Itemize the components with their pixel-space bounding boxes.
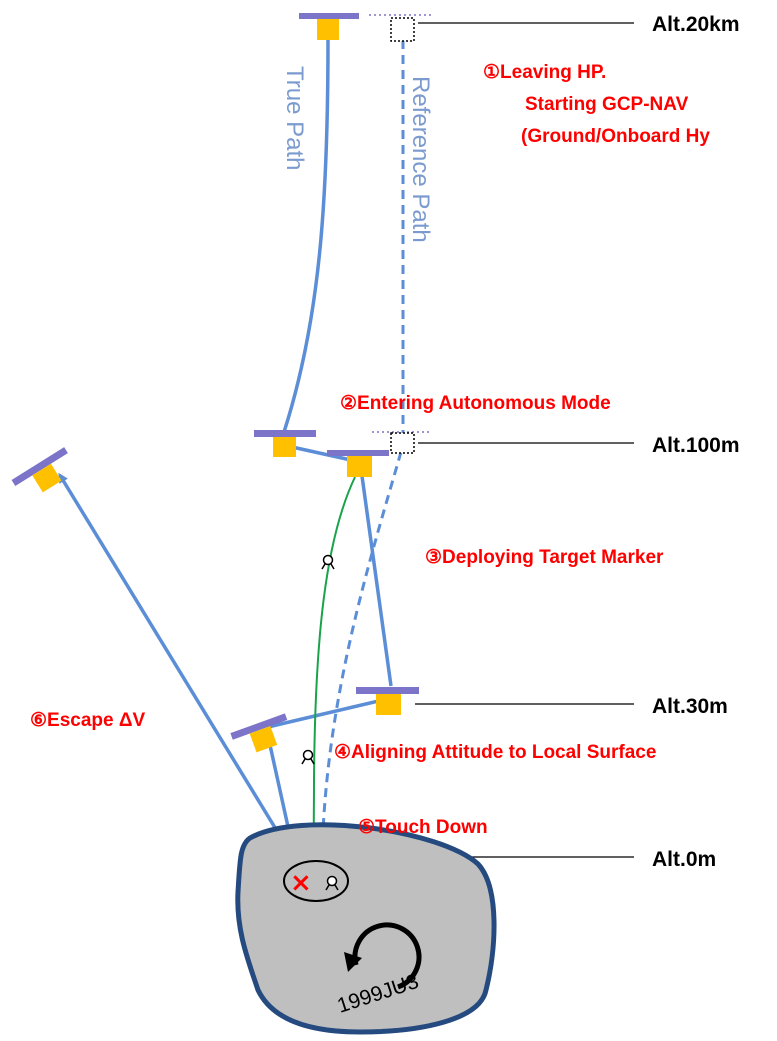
- target-marker-icon: [301, 749, 315, 765]
- alt-0m-label: Alt.0m: [652, 848, 716, 871]
- alt-30m-label: Alt.30m: [652, 695, 728, 718]
- step-6-label: ⑥Escape ΔV: [30, 710, 146, 731]
- step-1-line-2: Starting GCP-NAV: [525, 94, 689, 115]
- step-2-label: ②Entering Autonomous Mode: [340, 393, 611, 414]
- landing-zone-ellipse: [283, 860, 349, 902]
- target-marker-icon: [321, 554, 335, 570]
- step-4-label: ④Aligning Attitude to Local Surface: [334, 742, 656, 763]
- true-path-label: True Path: [281, 66, 308, 171]
- reference-box-100m: [390, 432, 415, 454]
- true-path-line: [282, 39, 330, 433]
- rotation-arrow-icon: [344, 922, 422, 990]
- spacecraft-icon-tilted: [230, 713, 288, 753]
- true-path-link-30m: [267, 697, 388, 729]
- alt-20km-label: Alt.20km: [652, 13, 740, 36]
- reference-path-line-lower: [320, 451, 403, 861]
- asteroid-body: [235, 822, 497, 1035]
- spacecraft-icon-top: [299, 13, 359, 40]
- reference-path-label: Reference Path: [407, 76, 434, 243]
- step-5-label: ⑤Touch Down: [358, 817, 488, 838]
- target-marker-icon: [325, 875, 339, 891]
- landing-point-mark: ×: [290, 868, 312, 898]
- true-path-descent: [360, 475, 393, 687]
- spacecraft-icon-100m-left: [254, 430, 316, 457]
- alt-100m-label: Alt.100m: [652, 434, 740, 457]
- step-1-line-1: ①Leaving HP.: [483, 62, 606, 83]
- spacecraft-icon-30m: [356, 687, 419, 715]
- reference-box-top: [390, 17, 415, 42]
- step-1-line-3: (Ground/Onboard Hy: [521, 126, 710, 147]
- spacecraft-icon-100m-right: [327, 450, 389, 477]
- step-3-label: ③Deploying Target Marker: [425, 547, 664, 568]
- target-marker-trajectory: [312, 476, 356, 882]
- spacecraft-icon-escape: [11, 447, 68, 493]
- escape-arrow: [58, 472, 301, 868]
